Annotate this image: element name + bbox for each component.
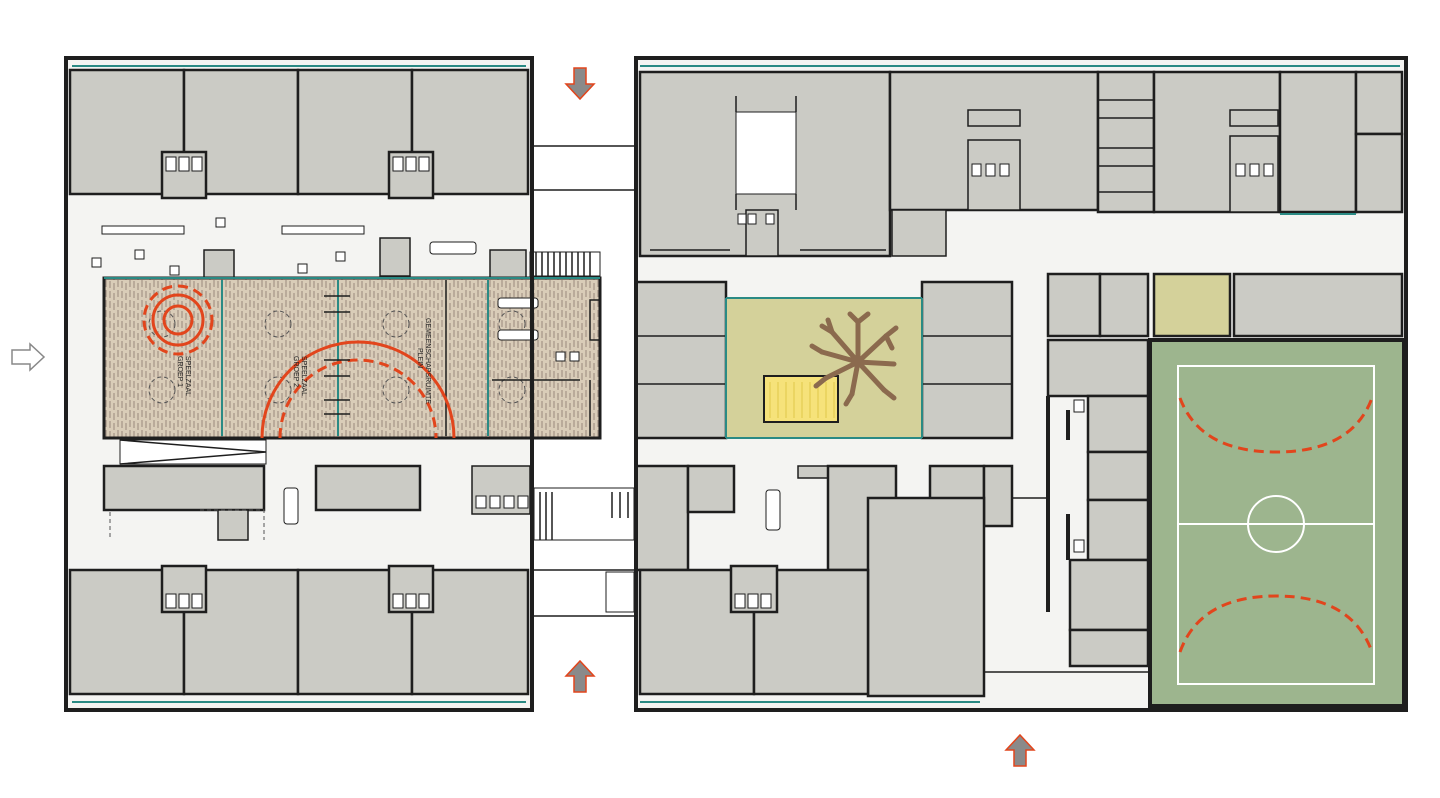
tree-icon — [809, 311, 899, 407]
classrooms-top-west — [68, 65, 530, 200]
label-speelzaal-1-sub: GROEP 1 — [176, 356, 183, 387]
label-speelzaal-1: SPEELZAAL — [184, 356, 191, 396]
ramp — [119, 439, 267, 465]
stair-south — [533, 487, 635, 541]
label-speelzaal-2: SPEELZAAL — [300, 356, 307, 396]
stair-north — [529, 251, 601, 277]
sandpit — [763, 375, 839, 423]
rooms-bottom-east — [634, 464, 1150, 703]
storage-room — [1152, 272, 1232, 338]
courtyard-band — [634, 280, 1014, 440]
east-wing — [634, 56, 1408, 712]
arrow-up-southeast-icon — [1004, 733, 1036, 767]
label-speelzaal-2-sub: GROEP 2 — [292, 356, 299, 387]
label-gemeenschapsruimte: GEMEENSCHAPSRUIMTE — [424, 318, 431, 404]
arrow-up-south-icon — [564, 659, 596, 693]
label-gemeenschapsruimte-sub: PLEIN — [416, 348, 423, 368]
sports-hall — [1148, 338, 1406, 708]
arrow-in-west-icon — [11, 342, 46, 372]
classrooms-bottom-west — [68, 564, 530, 703]
bridge-south — [532, 569, 636, 617]
service-block — [1046, 272, 1404, 668]
speelzaal-hall: SPEELZAAL GROEP 1 SPEELZAAL GROEP 2 GEME… — [102, 276, 602, 440]
west-wing: SPEELZAAL GROEP 1 SPEELZAAL GROEP 2 GEME… — [64, 56, 635, 712]
rooms-top-east — [638, 65, 1404, 258]
arrow-down-north-icon — [564, 67, 596, 101]
bridge-north — [532, 145, 636, 191]
